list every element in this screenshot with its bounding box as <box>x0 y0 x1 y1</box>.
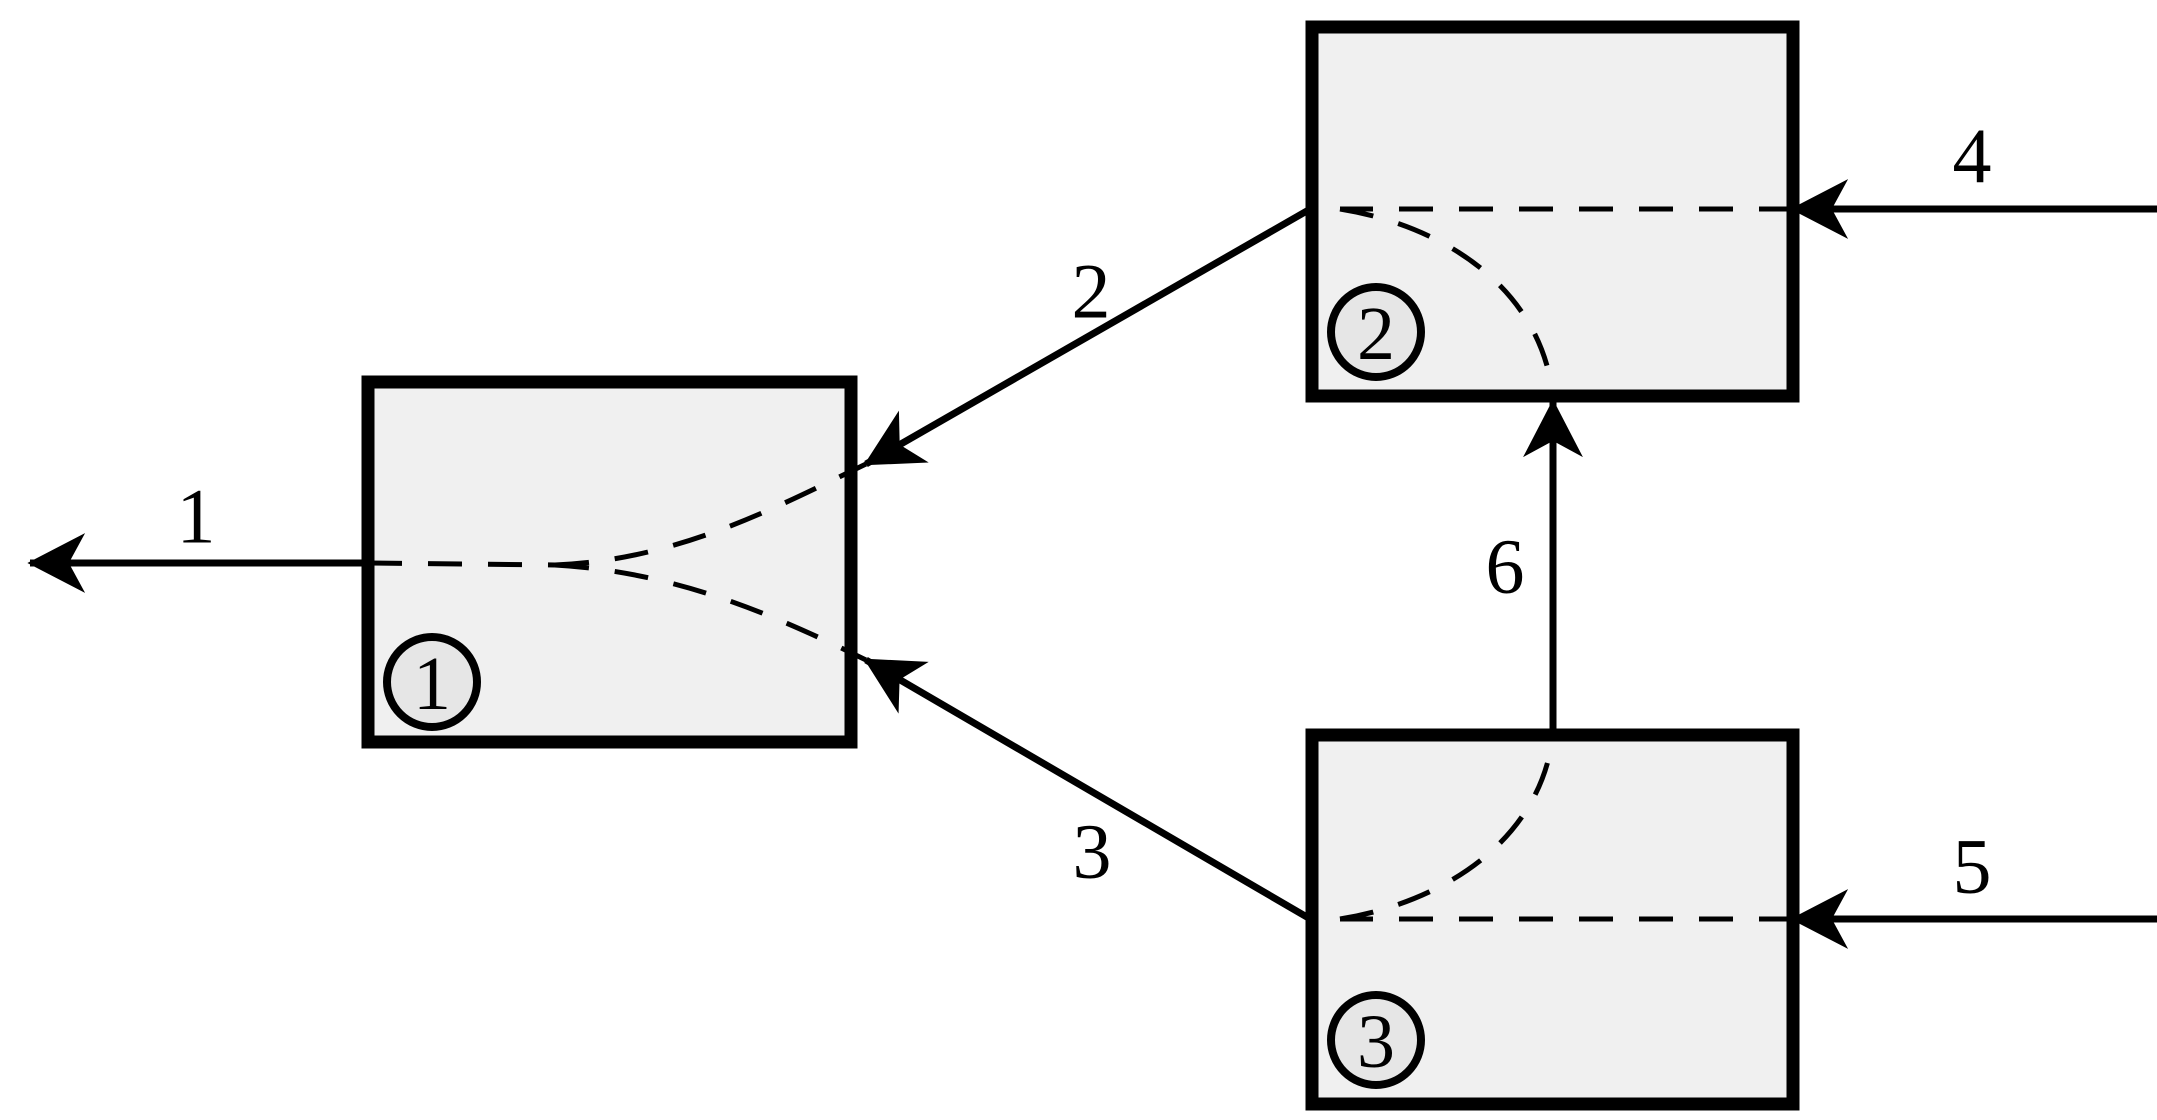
block-3-badge: 3 <box>1327 991 1425 1089</box>
connector-arrows <box>27 179 2157 949</box>
edge-label-5: 5 <box>1953 823 1992 910</box>
block-2-badge: 2 <box>1327 283 1425 381</box>
edge-label-6: 6 <box>1486 523 1525 610</box>
edge-label-3: 3 <box>1073 808 1112 895</box>
arrow-2-block2-to-block1[interactable] <box>863 204 1314 468</box>
block-2-badge-label: 2 <box>1357 292 1395 376</box>
arrow-3-block3-to-block1[interactable] <box>863 656 1314 924</box>
edge-label-1: 1 <box>177 473 216 560</box>
internal-path-block-3-curve <box>1339 734 1556 922</box>
edge-label-2: 2 <box>1072 248 1111 335</box>
edge-label-4: 4 <box>1953 113 1992 200</box>
block-3-badge-label: 3 <box>1357 1000 1395 1084</box>
internal-path-block-1-trunk <box>367 560 556 568</box>
block-2-badge-circle <box>1327 283 1425 381</box>
internal-signal-paths <box>367 206 1793 922</box>
block-1-badge-label: 1 <box>413 642 451 726</box>
block-3-badge-circle <box>1327 991 1425 1089</box>
internal-path-block-2-curve <box>1339 206 1556 397</box>
block-1-badge-circle <box>383 633 481 731</box>
edge-labels: 1 2 3 4 5 6 <box>177 113 1992 910</box>
block-1-badge: 1 <box>383 633 481 731</box>
